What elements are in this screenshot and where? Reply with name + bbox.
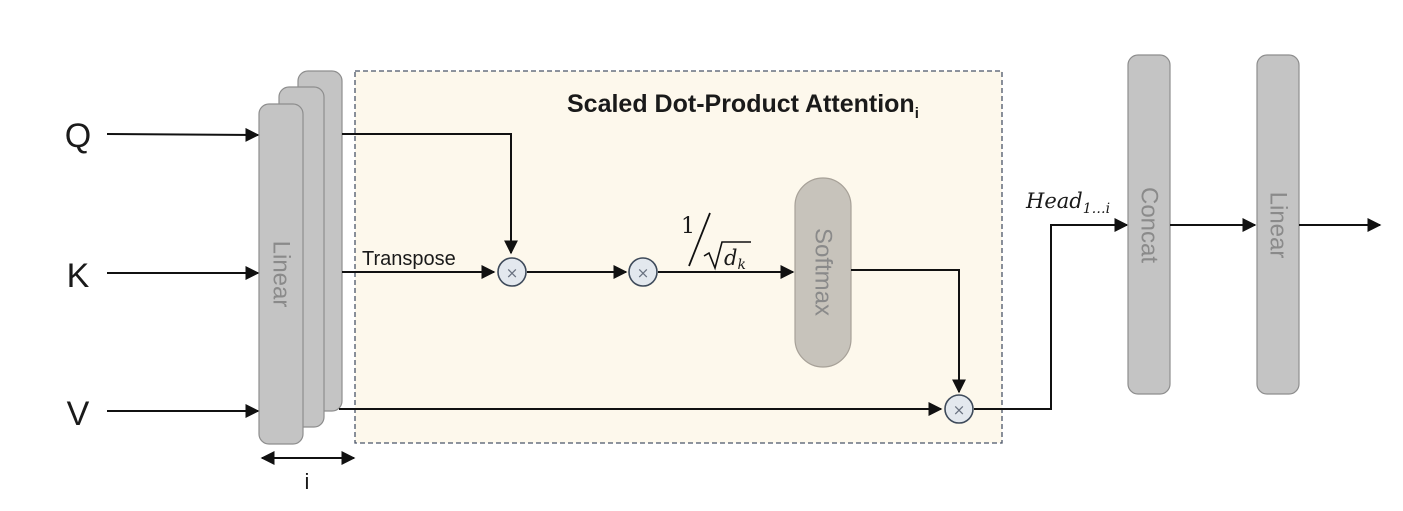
softmax-block: Softmax: [794, 177, 852, 368]
head-label: Head1…i: [1025, 189, 1110, 217]
linear-stack-label: Linear: [268, 241, 295, 308]
scale-fraction-slash: [688, 212, 711, 267]
input-k-label: K: [67, 257, 90, 295]
concat-label: Concat: [1136, 187, 1163, 263]
multiply-symbol-qk: ×: [506, 264, 519, 282]
scale-numerator: 1: [681, 214, 695, 239]
head-output-path: [974, 218, 1129, 410]
multiply-node-qk: ×: [497, 257, 527, 287]
scale-radicand: dk: [724, 246, 746, 273]
stack-width-label: i: [305, 469, 310, 494]
output-linear-block: Linear: [1256, 54, 1300, 395]
softmax-label: Softmax: [810, 228, 837, 316]
input-q-label: Q: [65, 117, 91, 155]
multiply-symbol-scale: ×: [637, 264, 650, 282]
transpose-label: Transpose: [362, 248, 456, 270]
q-input-arrow: [106, 127, 260, 142]
linear-stack: Linear: [258, 70, 343, 445]
input-v-label: V: [67, 395, 90, 433]
scale-factor-formula: 1 dk: [681, 212, 751, 273]
sqrt-radical: [703, 241, 751, 271]
multiply-symbol-v: ×: [953, 401, 966, 419]
multiply-node-scale: ×: [628, 257, 658, 287]
output-linear-label: Linear: [1265, 192, 1292, 259]
q-path: [342, 133, 518, 255]
multiply-node-v: ×: [944, 394, 974, 424]
attention-panel-title: Scaled Dot-Product Attentioni: [567, 90, 919, 122]
softmax-output-path: [851, 269, 966, 394]
concat-block: Concat: [1127, 54, 1171, 395]
